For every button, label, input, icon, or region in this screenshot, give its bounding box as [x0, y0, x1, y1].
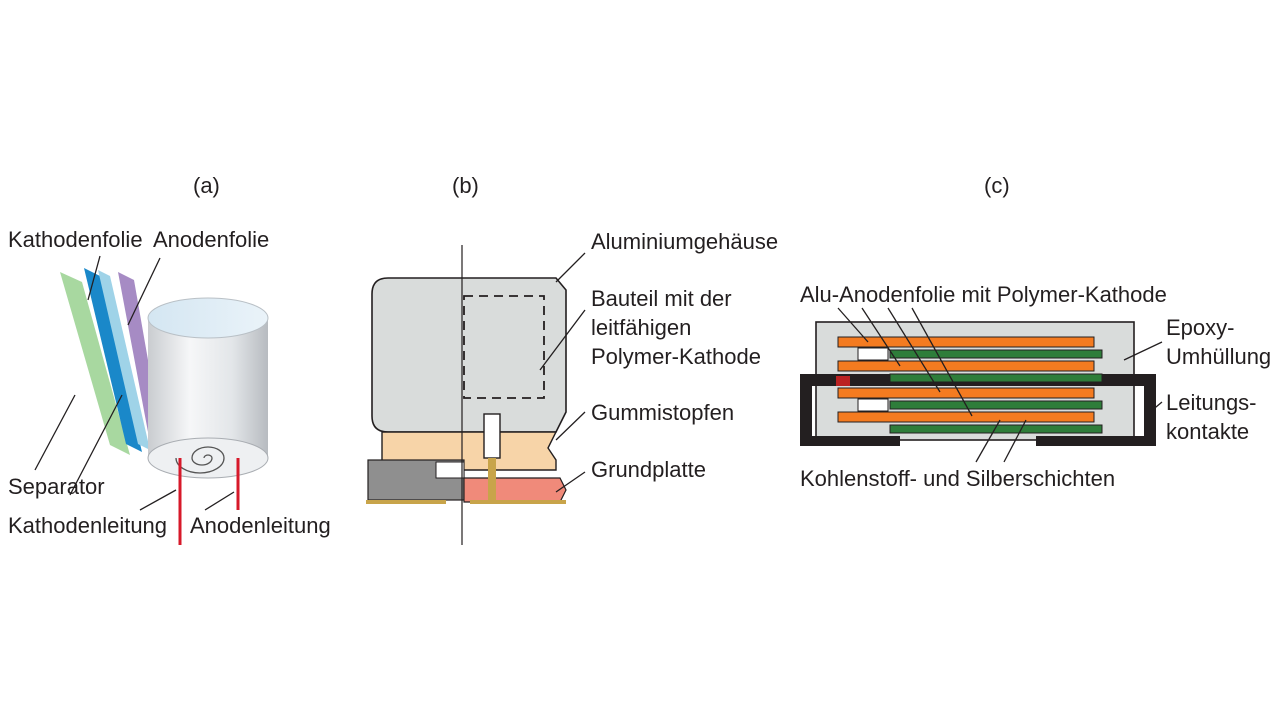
terminal-left: [366, 500, 446, 504]
roll-spiral: [175, 446, 225, 474]
label-anode-foil-c: Alu-Anodenfolie mit Polymer-Kathode: [800, 282, 1167, 307]
label-anode-foil: Anodenfolie: [153, 227, 269, 252]
leader-cathode-lead: [139, 489, 177, 511]
leader-base: [555, 471, 586, 493]
leader-plug: [555, 411, 586, 441]
leader-cathode-foil: [87, 255, 101, 301]
leader-separator: [34, 394, 76, 471]
separator-sheet-2: [98, 270, 150, 450]
label-plug: Gummistopfen: [591, 400, 734, 425]
label-anode-lead: Anodenleitung: [190, 513, 331, 538]
contact-joint: [836, 376, 850, 386]
leader-anode-lead: [204, 491, 235, 511]
leader-epoxy: [1123, 341, 1163, 361]
label-element-3: Polymer-Kathode: [591, 344, 761, 369]
label-contacts-1: Leitungs-: [1166, 390, 1257, 415]
cathode-foil-sheet: [84, 268, 142, 452]
base-slot: [435, 461, 465, 479]
label-cathode-lead: Kathodenleitung: [8, 513, 167, 538]
foil-stack: [837, 336, 1103, 434]
panel-a-caption: (a): [193, 173, 220, 198]
roll-top: [147, 297, 269, 339]
leader-anode-foil: [127, 257, 161, 326]
label-epoxy-1: Epoxy-: [1166, 315, 1234, 340]
leader-separator-2: [69, 394, 123, 496]
terminal-right: [470, 500, 566, 504]
leader-layers-2: [1003, 419, 1027, 463]
label-layers: Kohlenstoff- und Silberschichten: [800, 466, 1115, 491]
label-housing: Aluminiumgehäuse: [591, 229, 778, 254]
panel-b-caption: (b): [452, 173, 479, 198]
label-separator: Separator: [8, 474, 105, 499]
separator-sheet: [60, 272, 130, 455]
label-cathode-foil: Kathodenfolie: [8, 227, 143, 252]
label-epoxy-2: Umhüllung: [1166, 344, 1271, 369]
lead-hole: [483, 413, 501, 459]
panel-c: (c) Alu-Anodenfoli: [800, 173, 1271, 491]
aluminium-housing: [371, 277, 567, 433]
base-plate: [463, 477, 567, 503]
panel-c-caption: (c): [984, 173, 1010, 198]
panel-a: (a) Kathodenfolie Anodenfolie Separator …: [8, 173, 331, 545]
label-contacts-2: kontakte: [1166, 419, 1249, 444]
label-element-1: Bauteil mit der: [591, 286, 732, 311]
winding-roll: [148, 318, 268, 458]
leaders-anode-foil: [837, 307, 973, 417]
leader-element: [539, 309, 586, 371]
lead-wire: [488, 458, 496, 502]
leader-housing: [555, 252, 586, 283]
label-element-2: leitfähigen: [591, 315, 691, 340]
lead-contacts: [800, 374, 1156, 446]
panel-b: (b) Aluminiumgehäuse Bauteil mit der lei…: [366, 173, 778, 545]
label-base: Grundplatte: [591, 457, 706, 482]
leader-layers-1: [975, 419, 1001, 463]
leader-contacts: [1149, 401, 1163, 413]
